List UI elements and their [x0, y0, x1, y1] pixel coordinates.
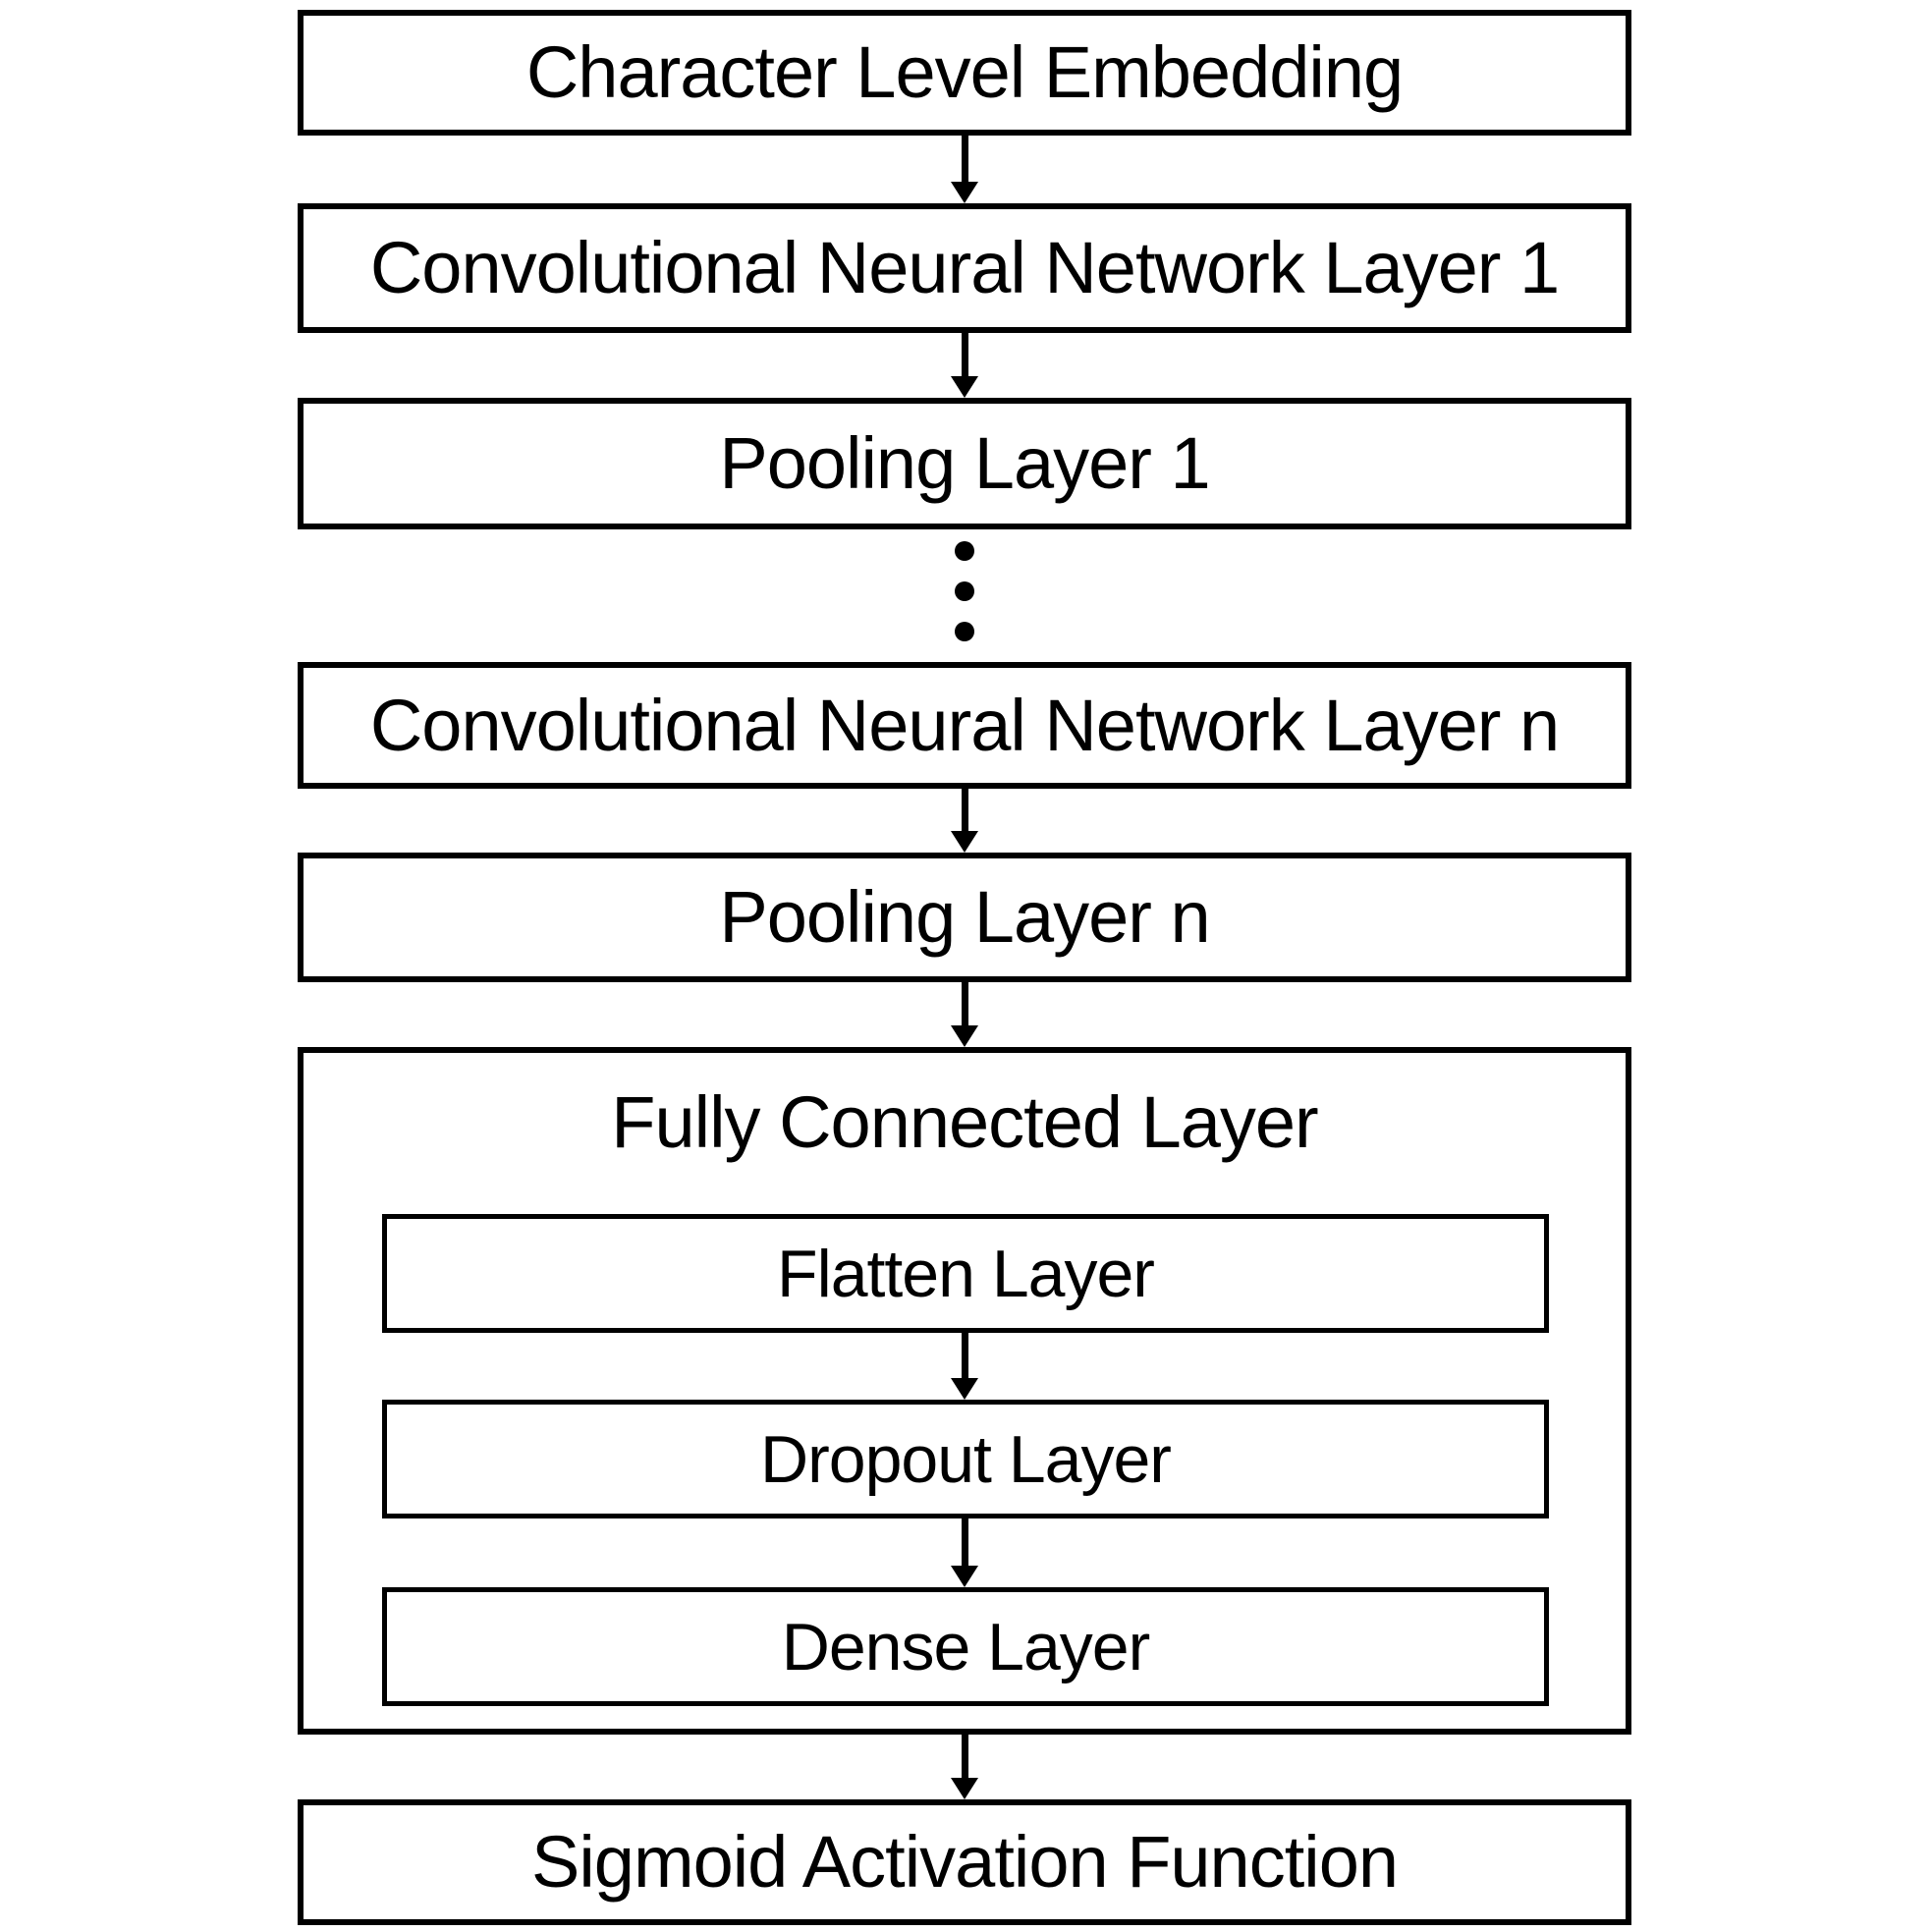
node-cnn-layer-n-label: Convolutional Neural Network Layer n [369, 684, 1560, 766]
node-pooling-layer-n-label: Pooling Layer n [719, 876, 1210, 958]
arrow-shaft [961, 1735, 968, 1778]
node-dropout-layer: Dropout Layer [382, 1400, 1549, 1518]
node-pooling-layer-1-label: Pooling Layer 1 [719, 422, 1210, 504]
down-arrow-icon [951, 1333, 978, 1400]
node-cnn-layer-1-label: Convolutional Neural Network Layer 1 [369, 227, 1560, 308]
arrow-shaft [961, 333, 968, 376]
node-dropout-layer-label: Dropout Layer [760, 1421, 1172, 1497]
arrow-head [951, 1025, 978, 1047]
node-pooling-layer-n: Pooling Layer n [298, 853, 1631, 982]
arrow-head [951, 376, 978, 398]
ellipsis-dots-icon [955, 541, 974, 641]
arrow-shaft [961, 136, 968, 182]
arrow-head [951, 831, 978, 853]
down-arrow-icon [951, 1735, 978, 1799]
down-arrow-icon [951, 982, 978, 1047]
node-dense-layer-label: Dense Layer [781, 1609, 1151, 1684]
arrow-shaft [961, 1333, 968, 1378]
arrow-shaft [961, 1518, 968, 1566]
node-flatten-layer-label: Flatten Layer [777, 1236, 1155, 1311]
node-character-level-embedding: Character Level Embedding [298, 10, 1631, 136]
arrow-head [951, 1566, 978, 1587]
arrow-shaft [961, 789, 968, 831]
arrow-head [951, 1778, 978, 1799]
down-arrow-icon [951, 789, 978, 853]
arrow-head [951, 1378, 978, 1400]
down-arrow-icon [951, 136, 978, 203]
dot [955, 622, 974, 641]
node-cnn-layer-n: Convolutional Neural Network Layer n [298, 662, 1631, 789]
group-fully-connected-layer-title: Fully Connected Layer [611, 1081, 1318, 1163]
arrow-shaft [961, 982, 968, 1025]
node-flatten-layer: Flatten Layer [382, 1214, 1549, 1333]
node-character-level-embedding-label: Character Level Embedding [525, 31, 1404, 113]
node-pooling-layer-1: Pooling Layer 1 [298, 398, 1631, 529]
node-dense-layer: Dense Layer [382, 1587, 1549, 1706]
down-arrow-icon [951, 1518, 978, 1587]
down-arrow-icon [951, 333, 978, 398]
node-cnn-layer-1: Convolutional Neural Network Layer 1 [298, 203, 1631, 333]
arrow-head [951, 182, 978, 203]
node-sigmoid-activation: Sigmoid Activation Function [298, 1799, 1631, 1925]
node-sigmoid-activation-label: Sigmoid Activation Function [530, 1821, 1399, 1903]
dot [955, 541, 974, 561]
dot [955, 581, 974, 601]
